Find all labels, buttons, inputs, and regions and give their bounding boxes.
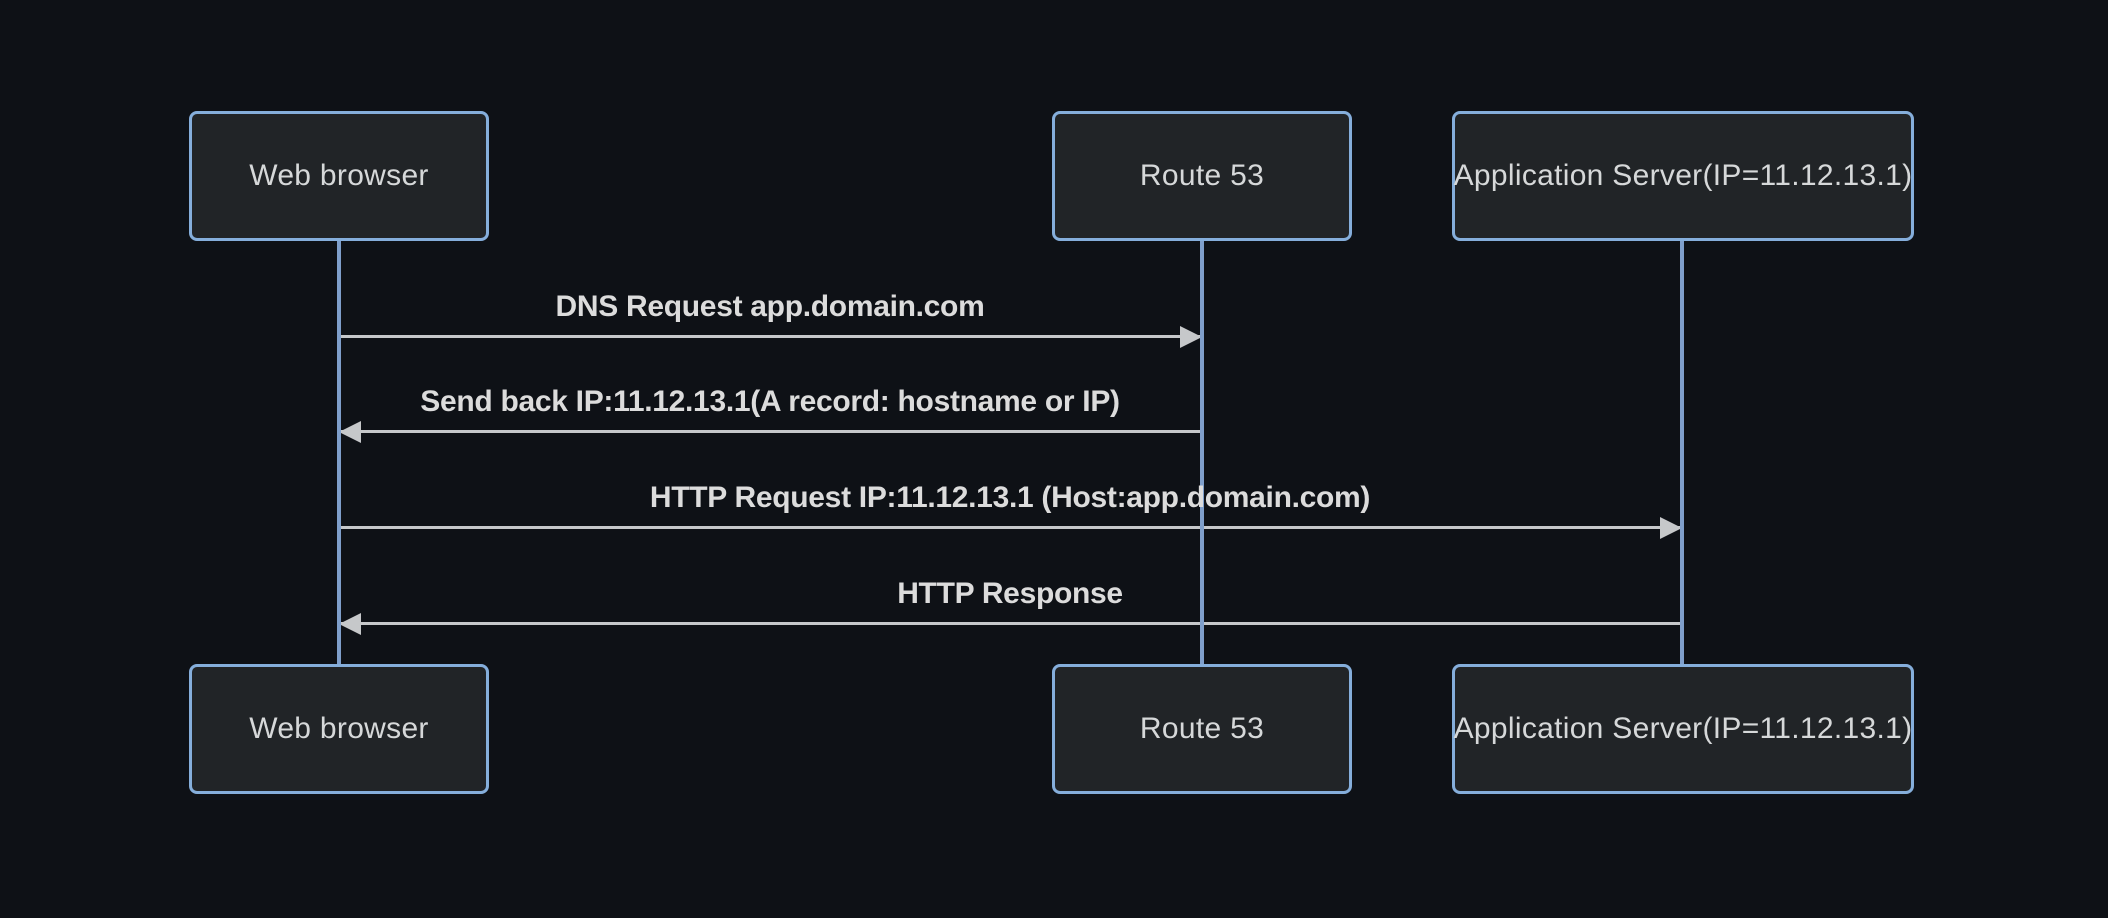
actor-label-app-server: Application Server(IP=11.12.13.1) bbox=[1453, 159, 1913, 192]
arrowhead-left-icon bbox=[339, 421, 361, 443]
message-label-dns-response: Send back IP:11.12.13.1(A record: hostna… bbox=[420, 385, 1120, 418]
lifeline-app-server bbox=[1680, 240, 1684, 664]
message-line-dns-response bbox=[339, 430, 1202, 433]
actor-label-app-server: Application Server(IP=11.12.13.1) bbox=[1453, 712, 1913, 745]
actor-label-route-53: Route 53 bbox=[1139, 712, 1265, 745]
lifeline-route-53 bbox=[1200, 240, 1204, 664]
message-label-http-response: HTTP Response bbox=[897, 577, 1123, 610]
message-label-dns-request: DNS Request app.domain.com bbox=[555, 290, 985, 323]
arrowhead-right-icon bbox=[1660, 517, 1682, 539]
actor-box-web-browser-top: Web browser bbox=[189, 111, 489, 241]
actor-label-route-53: Route 53 bbox=[1139, 159, 1265, 192]
actor-label-web-browser: Web browser bbox=[249, 159, 429, 192]
actor-box-route-53-bottom: Route 53 bbox=[1052, 664, 1352, 794]
actor-label-web-browser: Web browser bbox=[249, 712, 429, 745]
message-line-http-response bbox=[339, 622, 1682, 625]
message-line-http-request bbox=[339, 526, 1682, 529]
message-line-dns-request bbox=[339, 335, 1202, 338]
arrowhead-left-icon bbox=[339, 613, 361, 635]
actor-box-app-server-bottom: Application Server(IP=11.12.13.1) bbox=[1452, 664, 1914, 794]
lifeline-web-browser bbox=[337, 240, 341, 664]
actor-box-web-browser-bottom: Web browser bbox=[189, 664, 489, 794]
arrowhead-right-icon bbox=[1180, 326, 1202, 348]
message-label-http-request: HTTP Request IP:11.12.13.1 (Host:app.dom… bbox=[649, 481, 1371, 514]
actor-box-route-53-top: Route 53 bbox=[1052, 111, 1352, 241]
actor-box-app-server-top: Application Server(IP=11.12.13.1) bbox=[1452, 111, 1914, 241]
